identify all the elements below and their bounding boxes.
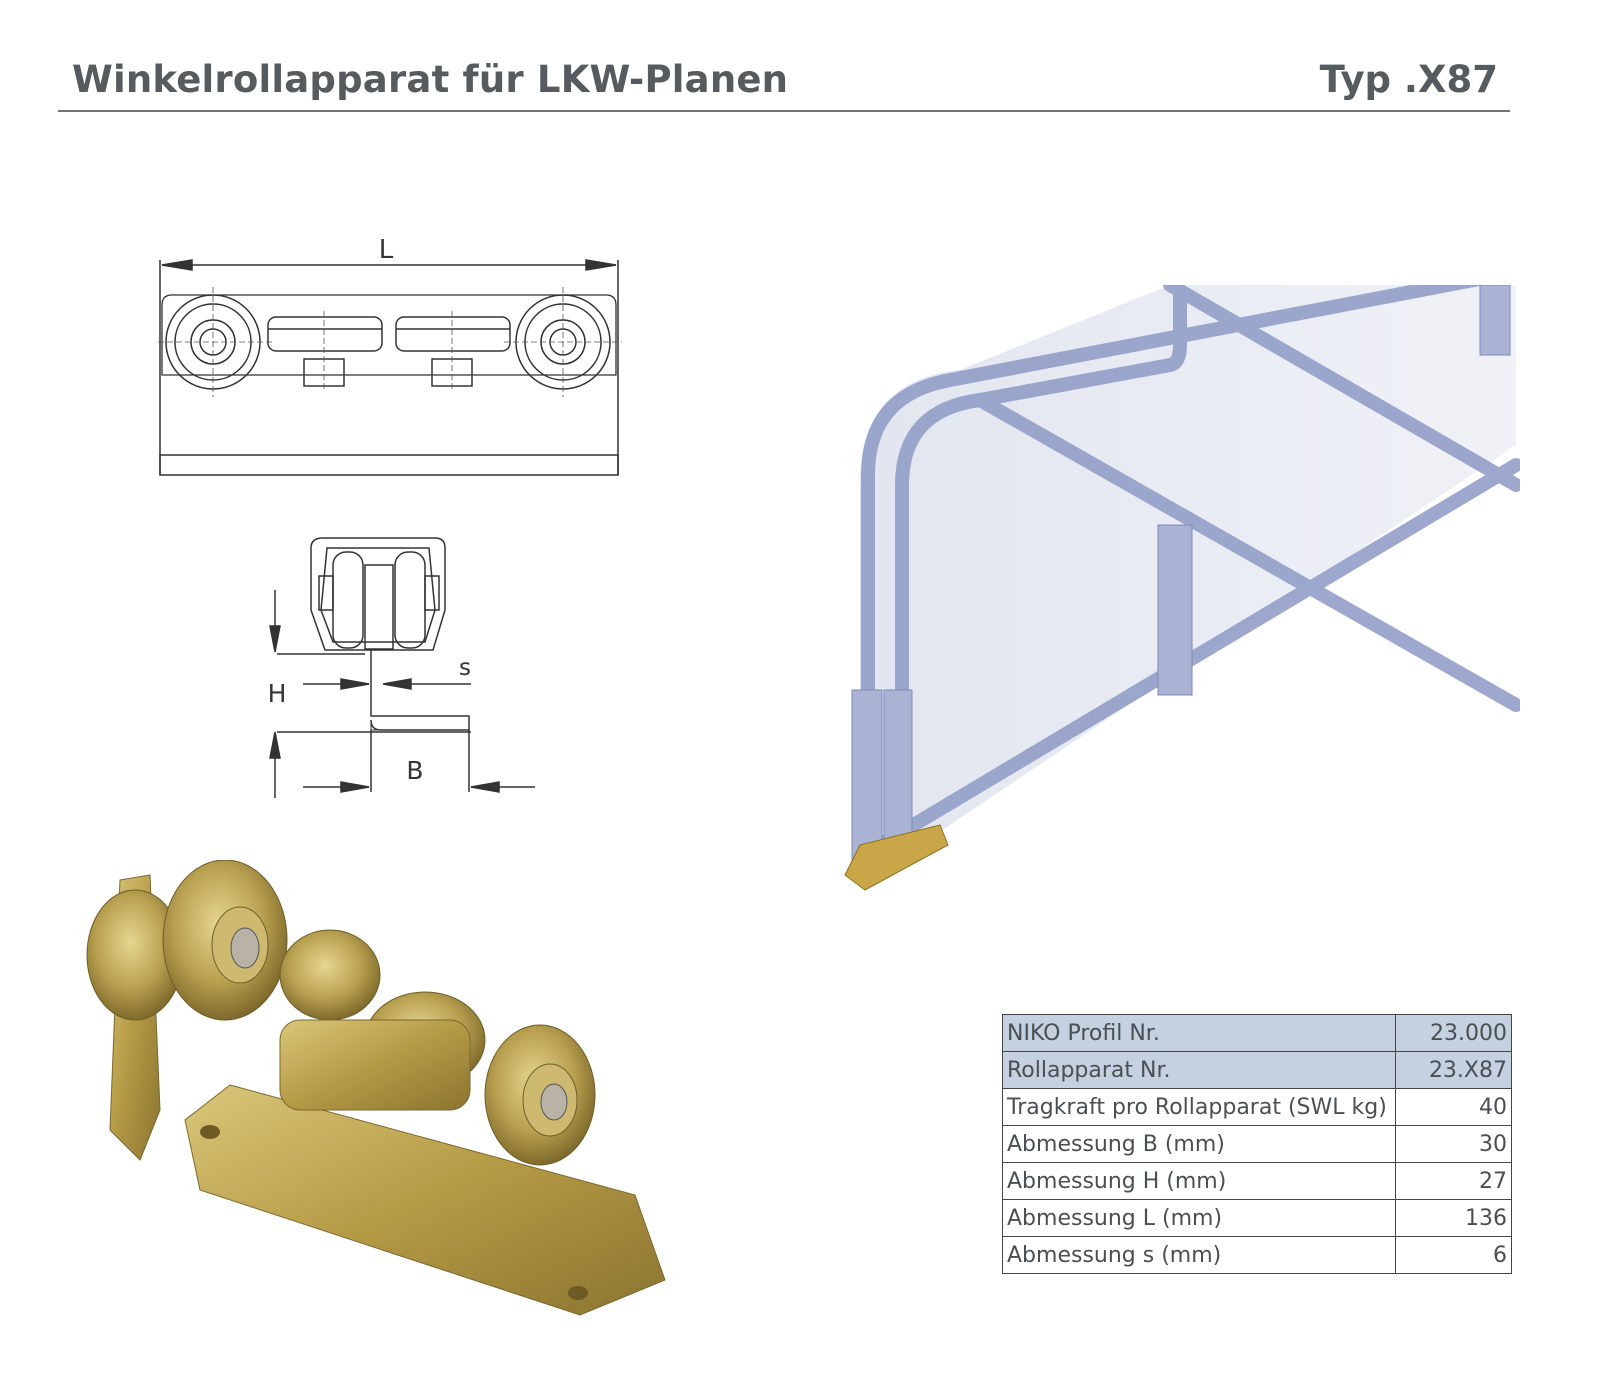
spec-label: Rollapparat Nr.	[1002, 1051, 1396, 1089]
spec-row-h: Abmessung H (mm) 27	[1002, 1162, 1512, 1200]
spec-table: NIKO Profil Nr. 23.000 Rollapparat Nr. 2…	[1002, 1014, 1512, 1274]
spec-label: Abmessung s (mm)	[1002, 1236, 1396, 1274]
technical-drawing-side-view: H s B	[268, 537, 535, 798]
spec-row-l: Abmessung L (mm) 136	[1002, 1199, 1512, 1237]
spec-label: Abmessung L (mm)	[1002, 1199, 1396, 1237]
illustration-curtain-frame	[844, 285, 1520, 891]
type-code: Typ .X87	[1319, 58, 1498, 101]
spec-row-b: Abmessung B (mm) 30	[1002, 1125, 1512, 1163]
spec-value: 23.X87	[1395, 1051, 1512, 1089]
spec-value: 136	[1395, 1199, 1512, 1237]
spec-value: 40	[1395, 1088, 1512, 1126]
spec-row-tragkraft: Tragkraft pro Rollapparat (SWL kg) 40	[1002, 1088, 1512, 1126]
dimension-label-l: L	[379, 235, 394, 265]
dimension-label-s: s	[459, 655, 471, 681]
dimension-label-h: H	[268, 679, 287, 708]
spec-value: 6	[1395, 1236, 1512, 1274]
spec-label: Abmessung B (mm)	[1002, 1125, 1396, 1163]
spec-label: Tragkraft pro Rollapparat (SWL kg)	[1002, 1088, 1396, 1126]
spec-row-rollapparat: Rollapparat Nr. 23.X87	[1002, 1051, 1512, 1089]
product-photo-roller-carriage	[86, 860, 666, 1316]
spec-value: 27	[1395, 1162, 1512, 1200]
spec-label: NIKO Profil Nr.	[1002, 1014, 1396, 1052]
page-title: Winkelrollapparat für LKW-Planen	[72, 58, 789, 101]
dimension-label-b: B	[406, 756, 423, 785]
spec-value: 30	[1395, 1125, 1512, 1163]
spec-row-s: Abmessung s (mm) 6	[1002, 1236, 1512, 1274]
spec-label: Abmessung H (mm)	[1002, 1162, 1396, 1200]
technical-drawing-top-view: L	[158, 235, 622, 476]
page-header: Winkelrollapparat für LKW-Planen Typ .X8…	[58, 52, 1510, 112]
spec-value: 23.000	[1395, 1014, 1512, 1052]
spec-row-profil: NIKO Profil Nr. 23.000	[1002, 1014, 1512, 1052]
